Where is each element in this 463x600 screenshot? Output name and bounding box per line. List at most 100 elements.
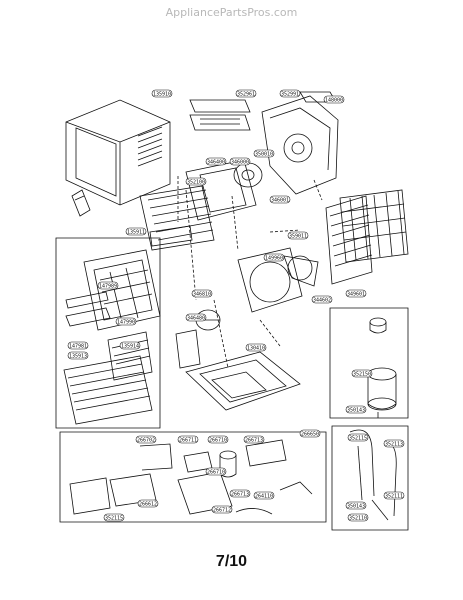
part-label-box [311,295,333,304]
part-label: 266612 [139,501,157,507]
part-label: 352110 [349,515,367,521]
filter-small-part [65,291,153,381]
part-label: 352115 [349,435,367,441]
part-label-box [323,95,345,104]
part-label: 135913 [69,353,87,359]
part-label-box [345,501,367,510]
part-label: 266713 [245,437,263,443]
part-label-box [205,467,227,476]
part-label-box [115,317,137,326]
shroud-fan-part [237,247,319,313]
part-label: 352150 [353,371,371,377]
part-label: 346000 [231,159,249,165]
part-label-box [299,429,321,438]
remote-part [71,189,91,217]
evaporator-coil-part [139,185,215,251]
part-label-box [119,341,141,350]
part-label: 352115 [105,515,123,521]
part-label: 149960 [265,255,283,261]
part-label: 266711 [179,437,197,443]
part-label: 346400 [207,159,225,165]
part-label: 352991 [281,91,299,97]
part-label-box [177,435,199,444]
part-label-box [345,405,367,414]
part-label: 352113 [385,441,403,447]
part-label: 135914 [121,343,139,349]
part-label: 344602 [313,297,331,303]
part-label: 352100 [187,179,205,185]
part-label: 350143 [347,503,365,509]
part-label: 147989 [99,283,117,289]
part-label-box [253,149,275,158]
part-label: 266710 [207,469,225,475]
part-label-box [207,435,229,444]
front-assembly-box [55,237,161,429]
part-label-box [253,491,275,500]
part-label: 147990 [117,319,135,325]
part-label: 148000 [325,97,343,103]
part-label-box [185,313,207,322]
part-label: 266702 [137,437,155,443]
condenser-coil-part [325,189,409,285]
part-label-box [229,157,251,166]
part-label: 135910 [153,91,171,97]
part-label-box [125,227,147,236]
part-label-box [103,513,125,522]
part-label-box [185,177,207,186]
part-label-box [205,157,227,166]
exploded-guide-lines [177,176,323,369]
part-label: 350010 [255,151,273,157]
part-label-box [235,89,257,98]
part-label: 346001 [271,197,289,203]
part-label-box [67,341,89,350]
part-label: 130410 [247,345,265,351]
part-label-box [345,289,367,298]
part-label-box [245,343,267,352]
part-label-box [97,281,119,290]
part-label-box [67,351,89,360]
cabinet-part [65,99,171,206]
part-label-box [287,231,309,240]
blower-fan-part [185,159,263,221]
part-label-box [383,491,405,500]
compressor-box [329,307,409,419]
part-label: 266713 [231,491,249,497]
part-label-box [347,513,369,522]
front-grille-part [63,355,153,425]
part-label-box [229,489,251,498]
part-label-box [383,439,405,448]
part-label: 147981 [69,343,87,349]
part-label: 346810 [193,291,211,297]
part-label-box [243,435,265,444]
compressor-part [367,317,397,418]
part-label: 135911 [127,229,145,235]
base-pan-part [261,95,339,195]
watermark: AppliancePartsPros.com [165,6,298,19]
tubing-box [331,425,409,531]
electrical-box [59,431,327,523]
part-label-box [263,253,285,262]
part-label-box [279,89,301,98]
part-label: 266712 [213,507,231,513]
part-label: 266650 [301,431,319,437]
part-label: 264110 [255,493,273,499]
part-label-box [269,195,291,204]
part-label-box [191,289,213,298]
part-label-box [347,433,369,442]
part-label-box [137,499,159,508]
page-number: 7/10 [215,553,248,570]
base-plate-part [185,351,301,411]
part-label: 266710 [209,437,227,443]
part-label: 346480 [187,315,205,321]
part-label: 349601 [347,291,365,297]
part-label-box [135,435,157,444]
part-label-box [211,505,233,514]
part-label: 359011 [289,233,307,239]
part-label: 350143 [347,407,365,413]
electrical-parts [69,439,313,515]
filter-parts-top [189,91,337,131]
part-label-box [351,369,373,378]
part-label: 352961 [237,91,255,97]
part-label: 352111 [385,493,403,499]
